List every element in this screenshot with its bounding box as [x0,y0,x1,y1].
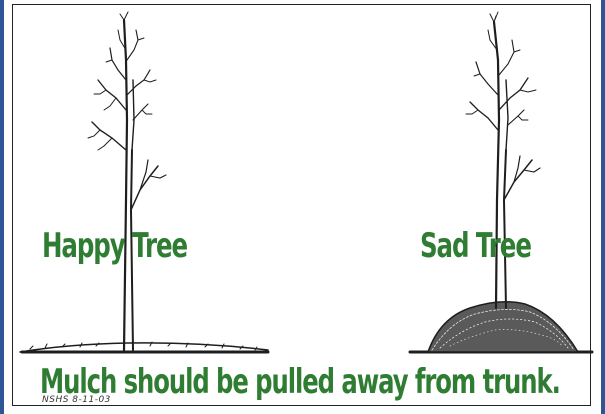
sad-tree-drawing [410,12,592,352]
happy-tree-drawing [20,12,268,352]
sad-tree-label: Sad Tree [420,226,531,266]
artist-signature: NSHS 8-11-03 [42,395,111,405]
happy-tree-label: Happy Tree [42,226,187,266]
caption: Mulch should be pulled away from trunk. [40,362,560,402]
